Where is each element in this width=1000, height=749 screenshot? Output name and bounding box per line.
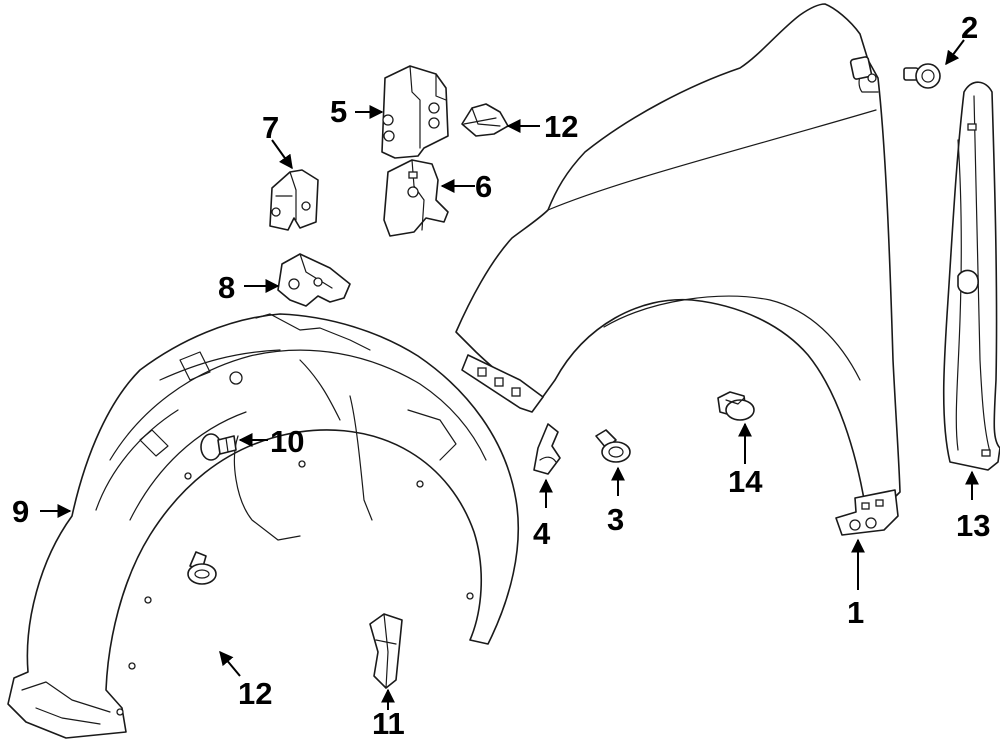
hex-bolt-part[interactable] xyxy=(717,391,755,421)
clip-11-part[interactable] xyxy=(369,613,403,689)
clip-4-part[interactable] xyxy=(533,423,561,475)
clip-12-upper-part[interactable] xyxy=(461,103,509,137)
fender-seal-part[interactable] xyxy=(942,81,1000,471)
callout-14: 14 xyxy=(728,464,763,499)
callout-10: 10 xyxy=(270,424,304,459)
leader-arrows xyxy=(40,39,979,710)
callout-3: 3 xyxy=(607,502,624,537)
upper-bracket-part[interactable] xyxy=(381,65,449,159)
callout-11: 11 xyxy=(372,706,405,741)
callout-1: 1 xyxy=(847,595,864,630)
leader-12b xyxy=(219,650,241,677)
push-pin-retainer-part[interactable] xyxy=(595,429,631,463)
small-bracket-part[interactable] xyxy=(269,169,319,231)
lower-bracket-part[interactable] xyxy=(383,159,449,237)
callout-2: 2 xyxy=(961,10,978,45)
callout-7: 7 xyxy=(262,110,279,145)
callout-4: 4 xyxy=(533,516,551,551)
callout-8: 8 xyxy=(218,270,235,305)
callout-9: 9 xyxy=(12,494,29,529)
callout-6: 6 xyxy=(475,169,492,204)
leader-7 xyxy=(271,139,293,170)
callout-5: 5 xyxy=(330,94,347,129)
fender-liner-part[interactable] xyxy=(7,313,519,739)
callout-12b: 12 xyxy=(238,676,272,711)
leader-2 xyxy=(945,39,965,66)
push-pin-10-part[interactable] xyxy=(200,433,237,461)
push-pin-12-lower-part[interactable] xyxy=(187,551,217,585)
bracket-8-part[interactable] xyxy=(277,253,351,307)
callout-13: 13 xyxy=(956,508,990,543)
fender-bolt-part[interactable] xyxy=(903,63,941,89)
fender-part[interactable] xyxy=(455,3,901,536)
callout-labels: 1 2 3 4 5 6 7 8 9 10 11 12 12 13 14 xyxy=(12,10,990,741)
callout-12a: 12 xyxy=(544,109,578,144)
